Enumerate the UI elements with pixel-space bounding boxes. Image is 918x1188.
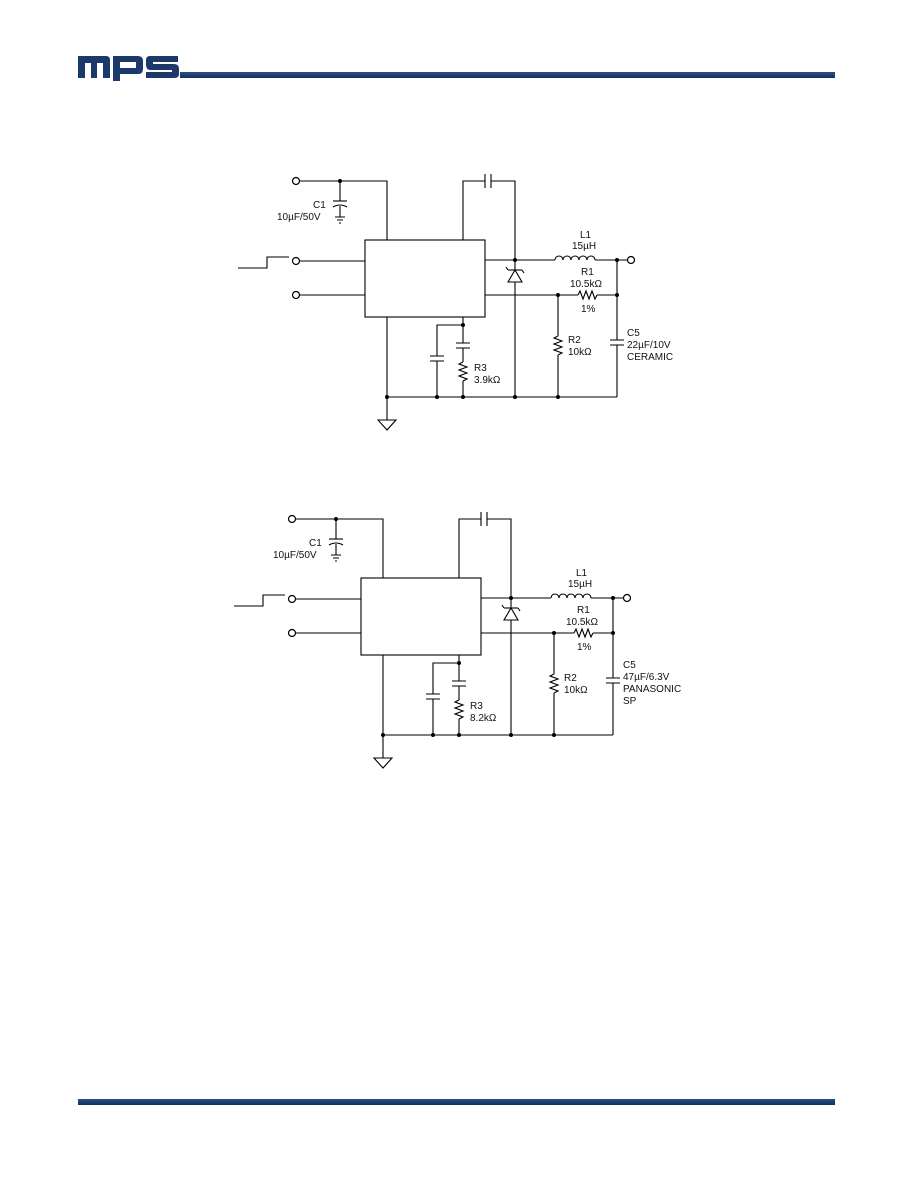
c5-value: 47µF/6.3V — [623, 672, 670, 683]
mps-logo — [78, 56, 179, 81]
r3-ref: R3 — [474, 363, 487, 374]
r1-ref: R1 — [581, 267, 594, 278]
c1-value: 10µF/50V — [277, 212, 321, 223]
l1-value: 15µH — [572, 241, 596, 252]
footer-rule — [78, 1099, 835, 1105]
c5-type: PANASONIC — [623, 684, 681, 695]
r1-value: 10.5kΩ — [566, 617, 598, 628]
r3-value: 3.9kΩ — [474, 375, 501, 386]
l1-value: 15µH — [568, 579, 592, 590]
c1-ref: C1 — [309, 538, 322, 549]
header-rule — [180, 72, 835, 78]
r3-value: 8.2kΩ — [470, 713, 497, 724]
r1-value: 10.5kΩ — [570, 279, 602, 290]
r1-tolerance: 1% — [577, 642, 592, 653]
l1-ref: L1 — [580, 230, 592, 241]
r1-tolerance: 1% — [581, 304, 596, 315]
r2-value: 10kΩ — [568, 347, 592, 358]
c5-ref: C5 — [627, 328, 640, 339]
r1-ref: R1 — [577, 605, 590, 616]
l1-ref: L1 — [576, 568, 588, 579]
c5-type: CERAMIC — [627, 352, 673, 363]
c5-value: 22µF/10V — [627, 340, 671, 351]
r3-ref: R3 — [470, 701, 483, 712]
schematic-1: C1 10µF/50V L1 15µH R1 10.5kΩ 1% R2 10kΩ… — [237, 173, 673, 431]
c5-ref: C5 — [623, 660, 636, 671]
c5-type2: SP — [623, 696, 637, 707]
c1-ref: C1 — [313, 200, 326, 211]
r2-value: 10kΩ — [564, 685, 588, 696]
schematic-2: C1 10µF/50V L1 15µH R1 10.5kΩ 1% R2 10kΩ… — [233, 511, 681, 769]
c1-value: 10µF/50V — [273, 550, 317, 561]
r2-ref: R2 — [568, 335, 581, 346]
r2-ref: R2 — [564, 673, 577, 684]
